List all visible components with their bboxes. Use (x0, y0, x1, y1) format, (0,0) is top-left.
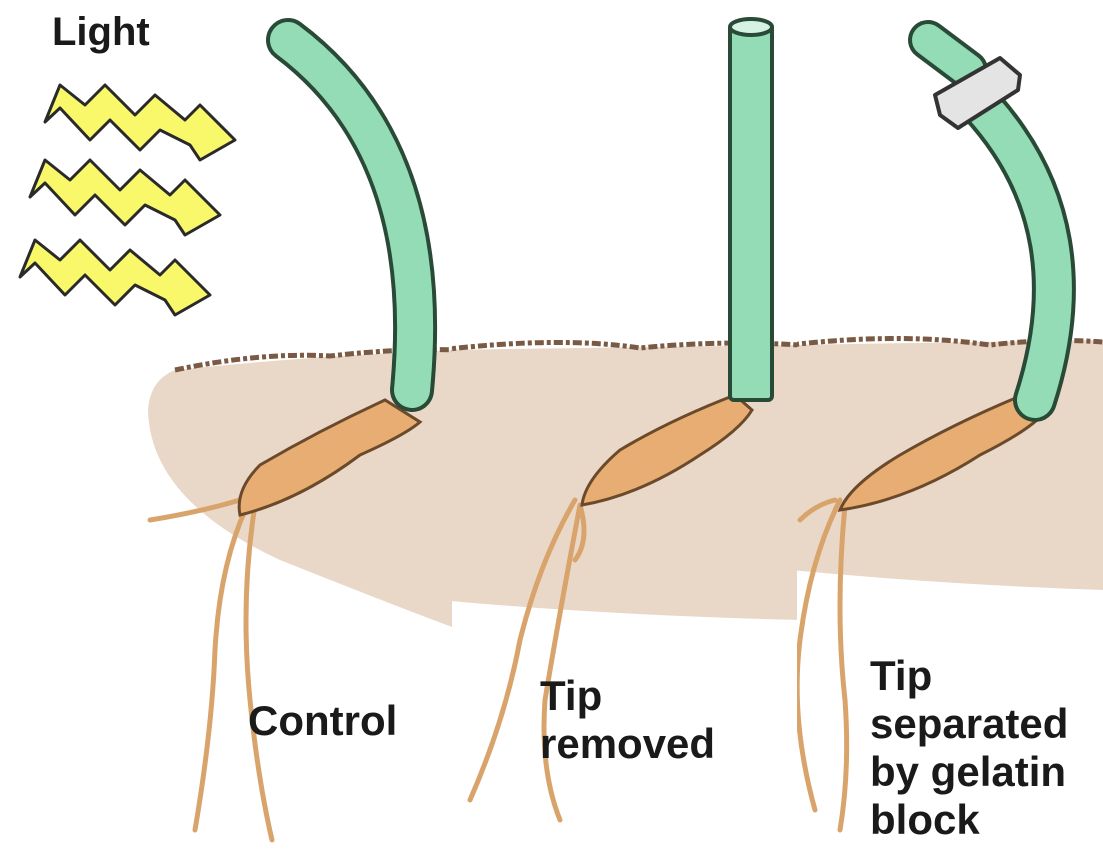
panel-label-gelatin-line2: separated (870, 700, 1068, 747)
panel-label-gelatin-line1: Tip (870, 652, 932, 699)
light-arrow-icon (30, 160, 220, 235)
light-arrow-icon (20, 240, 210, 315)
panel-label-gelatin-line4: block (870, 796, 980, 843)
light-rays (20, 85, 235, 315)
panel-label-tip-removed-line1: Tip (540, 672, 602, 719)
panel-label-control: Control (248, 697, 397, 744)
light-arrow-icon (45, 85, 235, 160)
panel-tip-removed (440, 19, 800, 820)
coleoptile-straight (730, 25, 772, 400)
panel-label-tip-removed-line2: removed (540, 720, 715, 767)
cut-tip (730, 19, 772, 35)
light-label: Light (52, 10, 150, 54)
panel-label-gelatin-line3: by gelatin (870, 748, 1066, 795)
roots (150, 500, 272, 840)
